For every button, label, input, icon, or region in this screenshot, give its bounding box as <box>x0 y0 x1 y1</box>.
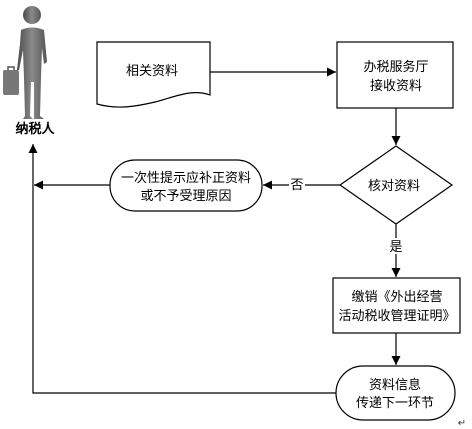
check-label: 核对资料 <box>368 179 420 194</box>
transfer-label-line2: 传递下一环节 <box>356 396 434 411</box>
reject-label-line1: 一次性提示应补正资料 <box>121 170 251 186</box>
tax-hall-node <box>336 41 454 109</box>
no-edge-label: 否 <box>290 178 303 193</box>
briefcase-icon <box>3 70 19 95</box>
arrow-transfer-to-taxpayer <box>28 144 336 394</box>
tax-hall-label-line2: 接收资料 <box>370 78 422 94</box>
paragraph-end-mark: ↵ <box>458 418 466 429</box>
reject-label-line2: 或不予受理原因 <box>140 189 231 204</box>
yes-edge-label: 是 <box>389 240 402 255</box>
tax-hall-label-line1: 办税服务厅 <box>363 59 428 75</box>
transfer-node <box>335 365 456 421</box>
cancel-cert-label-line2: 活动税收管理证明》 <box>338 309 455 324</box>
documents-node <box>96 41 211 108</box>
cancel-cert-label-line1: 缴销《外出经营 <box>351 290 442 305</box>
transfer-label-line1: 资料信息 <box>369 377 421 393</box>
cancel-cert-node <box>332 277 461 334</box>
documents-label: 相关资料 <box>126 64 178 79</box>
actor-label: 纳税人 <box>15 121 55 137</box>
taxpayer-person-icon <box>3 6 47 119</box>
